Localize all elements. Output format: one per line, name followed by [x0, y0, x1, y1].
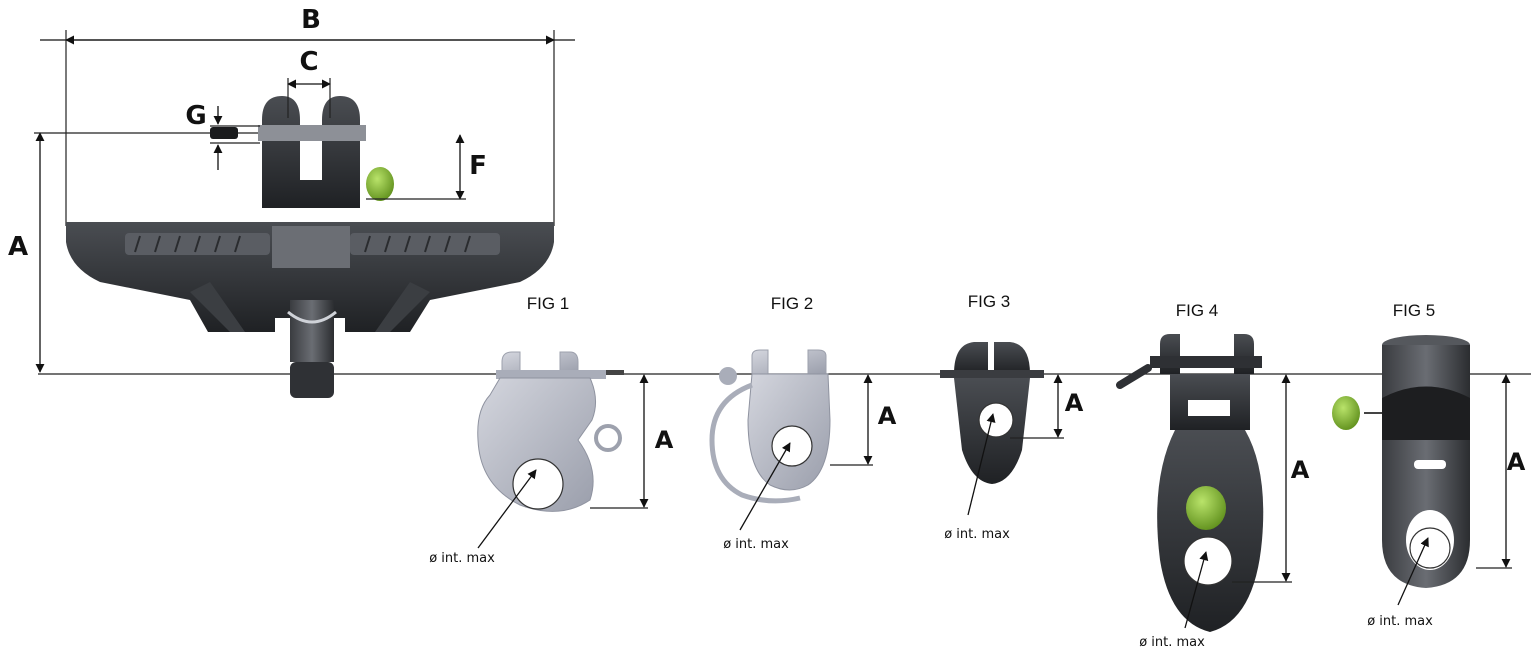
fig-4-swivel-slot [1188, 400, 1230, 416]
fig-2-caption: ø int. max [723, 537, 789, 552]
bottom-shaft [290, 300, 334, 362]
fig-1-inner-circle [512, 458, 564, 510]
fig-1-pin [496, 370, 606, 379]
fig-5-leader [1397, 537, 1429, 606]
fig-2-leader [739, 442, 791, 531]
bottom-ring [287, 310, 337, 324]
fig-5-green-knob [1332, 396, 1360, 430]
top-clevis [262, 96, 360, 208]
fig-1: FIG 1 A ø int. max [429, 294, 674, 566]
fig-4-caption: ø int. max [1139, 635, 1205, 650]
fig-5-label: FIG 5 [1393, 301, 1436, 320]
fig-2-pin-head [719, 367, 737, 385]
fig-2-wire-gate [709, 382, 801, 504]
main-block: B A C [8, 5, 575, 398]
fig-2: FIG 2 A ø int. max [709, 294, 897, 552]
dim-c-label: C [299, 47, 318, 77]
fig-1-caption: ø int. max [429, 551, 495, 566]
fig-4-inner-circle [1183, 536, 1233, 586]
fig-5-collar [1382, 386, 1470, 440]
fig-1-leader [477, 469, 537, 549]
fig-5-dim-label: A [1507, 448, 1526, 476]
center-hub [272, 226, 350, 268]
fig-3-dim-label: A [1065, 389, 1084, 417]
fig-1-label: FIG 1 [527, 294, 570, 313]
fig-2-dim-label: A [878, 402, 897, 430]
fig-2-shackle-top [751, 349, 827, 374]
block-leg-right [375, 282, 430, 332]
clevis-pin [258, 125, 366, 141]
block-leg-left [190, 282, 245, 332]
fig-3-leader [967, 413, 996, 516]
fig-5: FIG 5 A ø int. max [1332, 301, 1526, 629]
fig-2-inner-circle [771, 425, 813, 467]
bottom-shaft-tip [290, 362, 334, 398]
fig-3: FIG 3 A ø int. max [940, 292, 1084, 542]
fig-5-eye [1406, 510, 1454, 570]
fig-3-fork-top [954, 342, 1030, 374]
fig-3-label: FIG 3 [968, 292, 1011, 311]
fig-4-shackle-body [1157, 430, 1264, 632]
dim-f-label: F [469, 151, 487, 181]
fig-5-caption: ø int. max [1367, 614, 1433, 629]
fig-4: FIG 4 A ø int. max [1116, 301, 1310, 650]
fig-2-label: FIG 2 [771, 294, 814, 313]
fig-3-caption: ø int. max [944, 527, 1010, 542]
fig-4-green-gate [1186, 486, 1226, 530]
sheave-teeth [134, 235, 471, 253]
fig-5-slot [1414, 460, 1446, 469]
fig-3-pin [940, 370, 1044, 378]
fig-4-dim-label: A [1291, 456, 1310, 484]
fig-4-leader [1184, 551, 1209, 629]
fig-1-dim-label: A [655, 426, 674, 454]
fig-1-pin-tip [606, 370, 624, 375]
fig-5-inner-circle [1409, 527, 1451, 569]
fig-1-pull-ring [594, 424, 622, 452]
fig-1-hook-body [477, 377, 596, 512]
dim-a-main-label: A [8, 232, 28, 262]
sheave-slot-right [350, 233, 500, 255]
fig-4-label: FIG 4 [1176, 301, 1219, 320]
fig-4-fork-top [1160, 334, 1254, 374]
fig-3-inner-circle [978, 402, 1014, 438]
dim-g-label: G [185, 101, 206, 131]
pin-end [210, 127, 238, 139]
green-knob [366, 167, 394, 201]
fig-4-pin-end [1116, 364, 1152, 389]
fig-4-pin [1150, 356, 1262, 368]
dim-b-label: B [301, 5, 321, 35]
